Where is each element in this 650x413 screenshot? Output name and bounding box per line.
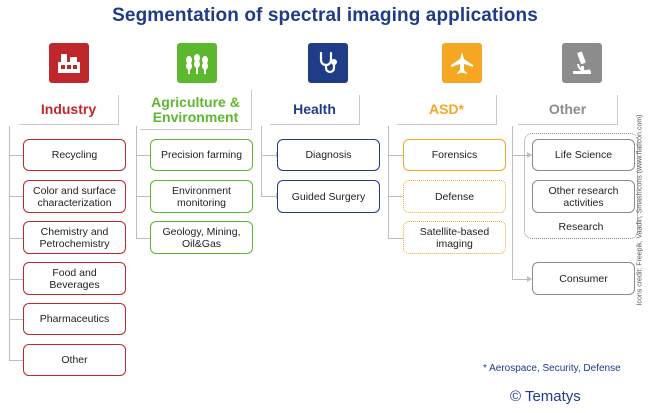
segment-heading-other: Other — [518, 95, 618, 125]
item-consumer: Consumer — [532, 262, 635, 295]
item-color-surface: Color and surface characterization — [23, 180, 126, 213]
tree-line-industry — [9, 126, 10, 360]
footnote: * Aerospace, Security, Defense — [483, 363, 621, 374]
stethoscope-icon — [308, 43, 348, 83]
copyright: © Tematys — [510, 388, 581, 405]
item-recycling: Recycling — [23, 139, 126, 171]
item-other-research: Other research activities — [532, 180, 635, 213]
segment-heading-health: Health — [270, 95, 360, 125]
plane-icon — [442, 43, 482, 83]
tree-line-other — [512, 126, 513, 279]
item-forensics: Forensics — [403, 139, 506, 171]
page-title: Segmentation of spectral imaging applica… — [112, 5, 538, 26]
item-geology: Geology, Mining, Oil&Gas — [150, 221, 253, 254]
item-satellite: Satellite-based imaging — [403, 221, 506, 254]
segment-heading-asd: ASD* — [397, 95, 497, 125]
item-food: Food and Beverages — [23, 262, 126, 295]
segment-heading-industry: Industry — [19, 95, 119, 125]
crops-icon — [177, 43, 217, 83]
icons-credit: Icons credit: Freepik, Vaadin, Smashicon… — [636, 114, 644, 306]
tree-line-asd — [388, 126, 389, 238]
research-group — [524, 133, 638, 239]
microscope-icon — [562, 43, 602, 83]
item-other-industry: Other — [23, 344, 126, 376]
item-precision-farming: Precision farming — [150, 139, 253, 171]
item-defense: Defense — [403, 180, 506, 213]
tree-line-agriculture — [136, 126, 137, 238]
item-life-science: Life Science — [532, 139, 635, 171]
item-guided-surgery: Guided Surgery — [277, 180, 380, 213]
item-environment-monitoring: Environment monitoring — [150, 180, 253, 213]
tree-line-health — [261, 126, 262, 196]
factory-icon — [49, 43, 89, 83]
research-group-label: Research — [558, 221, 604, 233]
segment-heading-agriculture: Agriculture & Environment — [140, 90, 252, 130]
item-pharmaceutics: Pharmaceutics — [23, 303, 126, 335]
item-chemistry: Chemistry and Petrochemistry — [23, 221, 126, 254]
item-diagnosis: Diagnosis — [277, 139, 380, 171]
